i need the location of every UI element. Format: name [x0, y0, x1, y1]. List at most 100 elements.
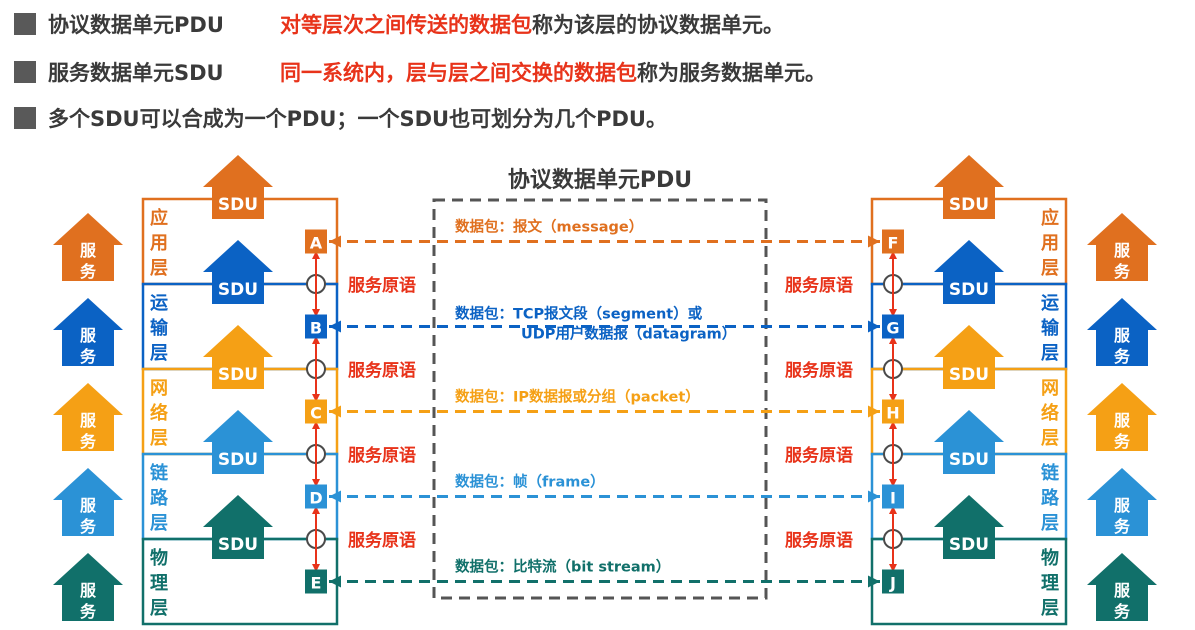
primitive-label: 服务原语	[785, 360, 853, 381]
primitive-label: 服务原语	[785, 275, 853, 296]
primitive-label: 服务原语	[348, 530, 416, 551]
service-char: 服	[80, 496, 97, 515]
peer-arrow-head-left	[329, 575, 341, 588]
peer-arrow-head-right	[868, 405, 880, 418]
pdu-title: 协议数据单元PDU	[508, 167, 692, 193]
packet-label: 数据包：TCP报文段（segment）或	[455, 305, 703, 323]
service-arrow-left	[53, 553, 123, 621]
sap-box-right	[882, 314, 904, 339]
bullet-rest: 称为服务数据单元。	[637, 61, 826, 85]
primitive-label: 服务原语	[785, 530, 853, 551]
service-char: 务	[1114, 517, 1131, 536]
sdu-arrow-left	[203, 495, 273, 559]
bullet-relation: 多个SDU可以合成为一个PDU；一个SDU也可划分为几个PDU。	[14, 102, 667, 134]
layer-name-char-right: 层	[1041, 428, 1059, 449]
layer-name-char-right: 应	[1041, 207, 1059, 229]
bullet-highlight: 同一系统内，层与层之间交换的数据包	[280, 61, 637, 85]
bullet-square-icon	[14, 13, 36, 35]
sdu-label: SDU	[218, 195, 258, 215]
sap-letter: C	[310, 404, 322, 423]
sdu-label: SDU	[949, 535, 989, 555]
primitive-label: 服务原语	[348, 445, 416, 466]
peer-arrow-head-right	[868, 575, 880, 588]
service-arrow-right	[1087, 468, 1157, 536]
layer-name-char-right: 链	[1041, 462, 1060, 484]
sap-box-right	[882, 399, 904, 424]
primitive-label: 服务原语	[785, 445, 853, 466]
sap-letter: E	[311, 574, 322, 593]
sap-box-left	[305, 484, 327, 509]
layer-name-char-right: 输	[1041, 317, 1060, 339]
layer-name-char-right: 层	[1041, 258, 1059, 279]
layer-name-char-right: 络	[1041, 402, 1059, 424]
sap-letter: G	[886, 319, 899, 338]
layer-name-char-left: 输	[150, 317, 169, 339]
service-char: 服	[1114, 326, 1131, 345]
layer-name-char-right: 层	[1041, 343, 1059, 364]
layer-name-char-left: 应	[150, 207, 168, 229]
bullet-square-icon	[14, 107, 36, 129]
layer-name-char-left: 层	[150, 428, 168, 449]
sdu-label: SDU	[218, 535, 258, 555]
sap-letter: F	[888, 234, 899, 253]
layer-name-char-left: 链	[150, 462, 169, 484]
service-arrow-left	[53, 468, 123, 536]
service-char: 服	[80, 241, 97, 260]
service-char: 服	[80, 326, 97, 345]
bullet-text: 多个SDU可以合成为一个PDU；一个SDU也可划分为几个PDU。	[48, 107, 667, 131]
sdu-arrow-left	[203, 155, 273, 219]
service-char: 服	[1114, 496, 1131, 515]
service-char: 务	[80, 432, 97, 451]
service-char: 务	[80, 262, 97, 281]
layer-name-char-left: 层	[150, 598, 168, 619]
peer-arrow-head-right	[868, 235, 880, 248]
sdu-label: SDU	[218, 365, 258, 385]
layer-name-char-right: 理	[1041, 573, 1059, 594]
packet-label: 数据包：比特流（bit stream）	[455, 558, 670, 576]
layer-name-char-left: 层	[150, 343, 168, 364]
packet-label: 数据包：帧（frame）	[455, 473, 605, 491]
service-char: 服	[80, 411, 97, 430]
packet-label: UDP用户数据报（datagram）	[521, 325, 736, 343]
packet-label: 数据包：IP数据报或分组（packet）	[455, 388, 700, 406]
peer-arrow-head-left	[329, 320, 341, 333]
sdu-arrow-left	[203, 240, 273, 304]
sap-letter: H	[886, 404, 899, 423]
peer-arrow-head-left	[329, 405, 341, 418]
service-arrow-left	[53, 213, 123, 281]
service-char: 服	[1114, 411, 1131, 430]
bullet-sdu: 服务数据单元SDU 同一系统内，层与层之间交换的数据包 称为服务数据单元。	[14, 56, 826, 88]
service-arrow-right	[1087, 213, 1157, 281]
sap-box-left	[305, 229, 327, 254]
sdu-label: SDU	[218, 450, 258, 470]
sap-box-right	[882, 484, 904, 509]
layer-name-char-left: 物	[150, 547, 168, 569]
layer-name-char-right: 用	[1041, 233, 1059, 254]
bullet-term: 服务数据单元SDU	[48, 61, 224, 85]
layer-name-char-right: 层	[1041, 598, 1059, 619]
layer-name-char-right: 运	[1041, 293, 1059, 314]
peer-arrow-head-left	[329, 235, 341, 248]
layer-name-char-right: 路	[1041, 487, 1060, 509]
layer-name-char-right: 网	[1041, 378, 1059, 399]
bullet-rest: 称为该层的协议数据单元。	[532, 13, 784, 37]
peer-arrow-head-left	[329, 490, 341, 503]
sap-letter: I	[890, 489, 896, 508]
service-char: 务	[80, 517, 97, 536]
service-arrow-right	[1087, 553, 1157, 621]
service-char: 务	[1114, 432, 1131, 451]
sap-letter: J	[889, 574, 896, 593]
service-arrow-right	[1087, 383, 1157, 451]
sdu-arrow-right	[934, 410, 1004, 474]
service-char: 务	[1114, 602, 1131, 621]
sdu-label: SDU	[949, 195, 989, 215]
sap-letter: D	[309, 489, 322, 508]
sap-letter: B	[310, 319, 322, 338]
sap-letter: A	[310, 234, 323, 253]
packet-label: 数据包：报文（message）	[455, 218, 643, 236]
sap-box-left	[305, 399, 327, 424]
sdu-arrow-right	[934, 495, 1004, 559]
sdu-label: SDU	[949, 280, 989, 300]
service-arrow-left	[53, 298, 123, 366]
